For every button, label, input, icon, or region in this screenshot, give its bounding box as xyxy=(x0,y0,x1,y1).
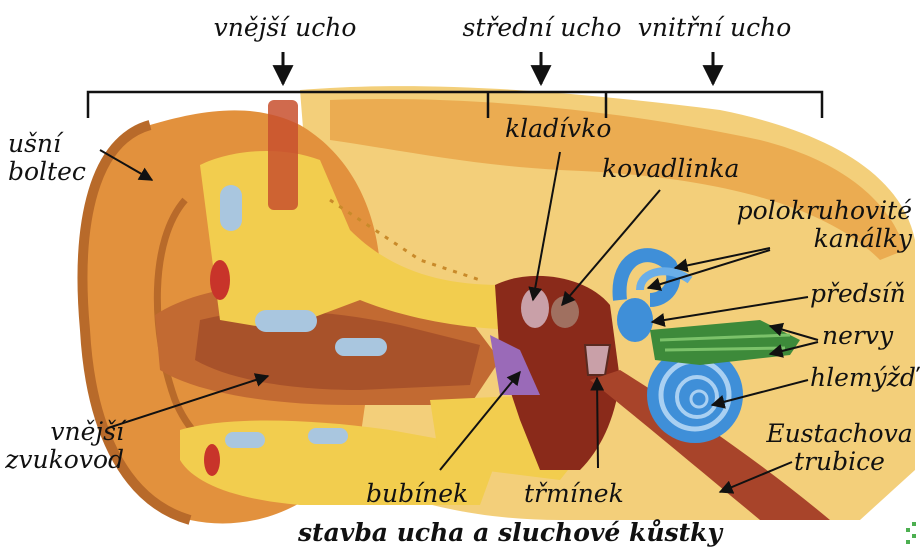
cochlea-label: hlemýžď xyxy=(810,364,916,392)
diagram-caption: stavba ucha a sluchové kůstky xyxy=(250,518,770,547)
ear-canal-label: vnější zvukovod xyxy=(4,418,124,474)
section-inner-label: vnitřní ucho xyxy=(632,14,797,42)
pinna-label-line1: ušní xyxy=(8,130,86,158)
ear-canal-label-line2: zvukovod xyxy=(4,446,124,474)
malleus-label: kladívko xyxy=(505,115,611,143)
cartilage-5 xyxy=(308,428,348,444)
incus-label: kovadlinka xyxy=(602,155,739,183)
stapes-shape xyxy=(585,345,610,375)
cartilage-3 xyxy=(335,338,387,356)
canals-label: polokruhovité kanálky xyxy=(720,197,912,253)
cartilage-2 xyxy=(255,310,317,332)
eardrum-label: bubínek xyxy=(366,480,468,508)
eustachian-label-line1: Eustachova xyxy=(762,420,917,448)
cartilage-4 xyxy=(225,432,265,448)
cartilage-1 xyxy=(220,185,242,231)
stapes-label: třmínek xyxy=(524,480,624,508)
muscle-spot-2 xyxy=(204,444,220,476)
corner-mark-4 xyxy=(906,540,910,544)
corner-mark-3 xyxy=(912,534,916,538)
eustachian-label: Eustachova trubice xyxy=(762,420,917,476)
muscle-spot-1 xyxy=(210,260,230,300)
vestibule-label: předsíň xyxy=(810,280,906,308)
vestibule-shape xyxy=(617,298,653,342)
pinna-label-line2: boltec xyxy=(8,158,86,186)
canals-label-line2: kanálky xyxy=(720,225,912,253)
nerves-label: nervy xyxy=(822,322,893,350)
arrow-stapes xyxy=(597,378,598,468)
pinna-label: ušní boltec xyxy=(8,130,86,186)
ear-canal-label-line1: vnější xyxy=(4,418,124,446)
muscle-strip xyxy=(268,100,298,210)
section-middle-label: střední ucho xyxy=(462,14,622,42)
eustachian-label-line2: trubice xyxy=(762,448,917,476)
corner-mark-2 xyxy=(912,522,916,526)
canals-label-line1: polokruhovité xyxy=(720,197,912,225)
section-outer-label: vnější ucho xyxy=(205,14,365,42)
corner-mark-1 xyxy=(906,528,910,532)
